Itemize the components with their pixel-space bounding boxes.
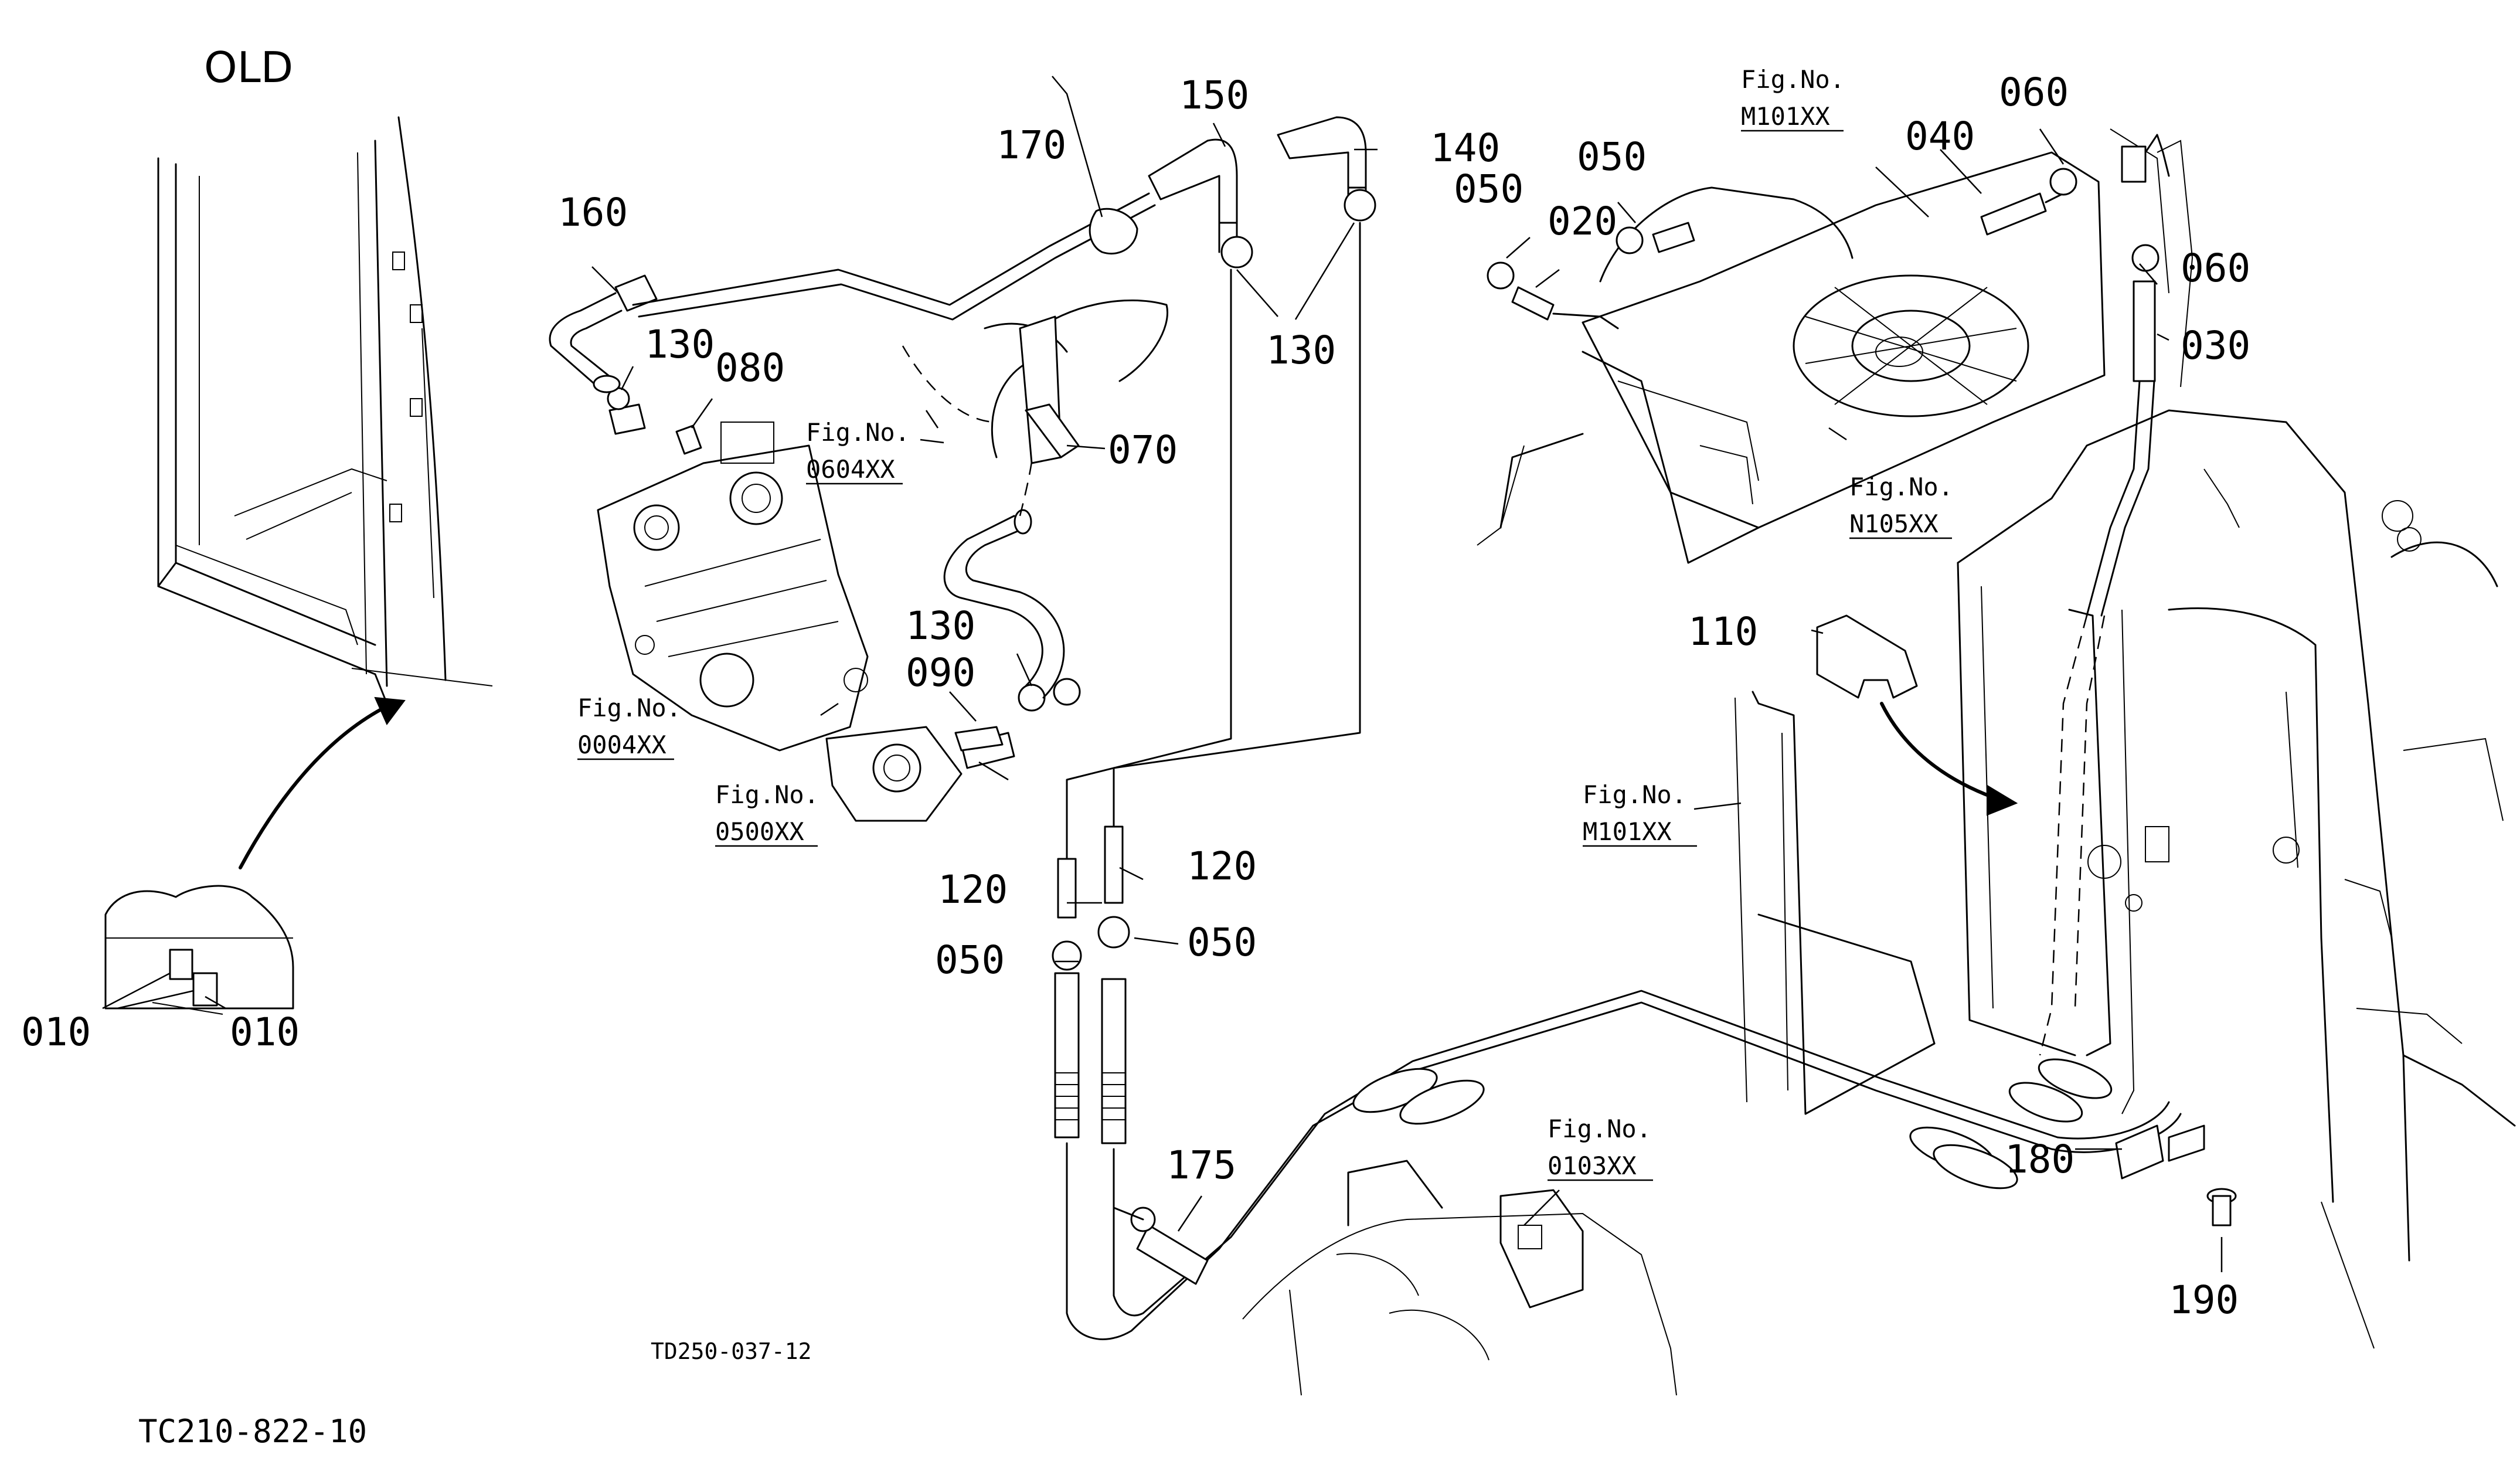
hose-030 — [2086, 134, 2170, 617]
callout-010-right: 010 — [230, 1010, 300, 1055]
svg-text:N105XX: N105XX — [1849, 509, 1939, 538]
callout-050-b: 050 — [1577, 134, 1647, 179]
callout-190: 190 — [2169, 1277, 2239, 1323]
engine-housing — [597, 422, 869, 752]
callout-010-left: 010 — [21, 1010, 91, 1055]
old-label: OLD — [204, 43, 293, 92]
detail-arrow — [239, 708, 383, 869]
callout-130-a: 130 — [645, 322, 715, 367]
callout-175: 175 — [1167, 1143, 1236, 1188]
callout-130-b: 130 — [1266, 328, 1336, 373]
bolt-190 — [2206, 1188, 2237, 1226]
svg-text:0500XX: 0500XX — [715, 817, 804, 846]
callout-120-right: 120 — [1187, 844, 1257, 889]
radiator-assembly — [1477, 128, 2193, 564]
svg-text:M101XX: M101XX — [1741, 102, 1830, 131]
svg-text:0103XX: 0103XX — [1548, 1151, 1637, 1180]
callout-120-left: 120 — [938, 867, 1008, 912]
diagram-code: TD250-037-12 — [651, 1338, 812, 1364]
svg-text:M101XX: M101XX — [1583, 817, 1672, 846]
callout-050-d: 050 — [1187, 920, 1257, 965]
callout-130-c: 130 — [906, 603, 975, 648]
hoses-150-140 — [1148, 116, 1367, 253]
figref-0103XX: Fig.No. 0103XX — [1548, 1114, 1653, 1181]
callout-020: 020 — [1548, 199, 1617, 244]
clamps-050-060-right — [1487, 168, 2159, 290]
clamps-170-130 — [1089, 189, 1376, 269]
callout-030: 030 — [2181, 323, 2250, 368]
svg-text:0604XX: 0604XX — [806, 455, 895, 484]
figref-M101XX-top: Fig.No. M101XX — [1741, 65, 1845, 132]
callout-140: 140 — [1430, 125, 1500, 171]
callout-060-a: 060 — [1999, 70, 2069, 115]
callout-050-c: 050 — [935, 937, 1005, 983]
clamp-070 — [1025, 403, 1080, 458]
svg-text:Fig.No.: Fig.No. — [715, 780, 819, 809]
svg-text:Fig.No.: Fig.No. — [1548, 1114, 1651, 1143]
svg-text:Fig.No.: Fig.No. — [806, 418, 910, 447]
hose-160 — [549, 274, 658, 393]
callout-180: 180 — [2005, 1137, 2075, 1182]
old-cab-frame — [157, 116, 493, 705]
transmission-housing — [1242, 1160, 1677, 1396]
figref-0604XX: Fig.No. 0604XX — [806, 418, 910, 485]
block-110 — [1816, 614, 2018, 816]
svg-text:0004XX: 0004XX — [577, 730, 666, 759]
svg-text:Fig.No.: Fig.No. — [1741, 65, 1845, 94]
callout-070: 070 — [1108, 427, 1178, 473]
svg-text:Fig.No.: Fig.No. — [577, 694, 681, 722]
callout-110: 110 — [1688, 609, 1758, 654]
bracket-180 — [2115, 1124, 2205, 1180]
callout-040: 040 — [1905, 114, 1975, 159]
figref-0004XX: Fig.No. 0004XX — [577, 694, 681, 760]
figref-0500XX: Fig.No. 0500XX — [715, 780, 819, 847]
detail-inset — [104, 885, 294, 1015]
svg-text:Fig.No.: Fig.No. — [1583, 780, 1686, 809]
figref-N105XX: Fig.No. N105XX — [1849, 473, 1953, 539]
vertical-pipes — [1052, 222, 1361, 1144]
valve-175 — [1113, 1207, 1209, 1285]
callout-060-b: 060 — [2181, 246, 2250, 291]
callout-170: 170 — [997, 123, 1066, 168]
callout-160: 160 — [558, 190, 628, 235]
figref-M101XX-right: Fig.No. M101XX — [1583, 780, 1697, 847]
callout-090: 090 — [906, 650, 975, 695]
callout-080: 080 — [715, 345, 785, 390]
leader-lines — [102, 76, 2223, 1272]
springs — [1352, 1058, 2113, 1190]
coolant-pipe-main — [632, 192, 1156, 321]
svg-text:Fig.No.: Fig.No. — [1849, 473, 1953, 501]
callout-150: 150 — [1179, 73, 1249, 118]
cab-frame-right — [1735, 409, 2516, 1349]
callout-050-a: 050 — [1454, 166, 1523, 212]
sheet-code: TC210-822-10 — [138, 1413, 367, 1450]
